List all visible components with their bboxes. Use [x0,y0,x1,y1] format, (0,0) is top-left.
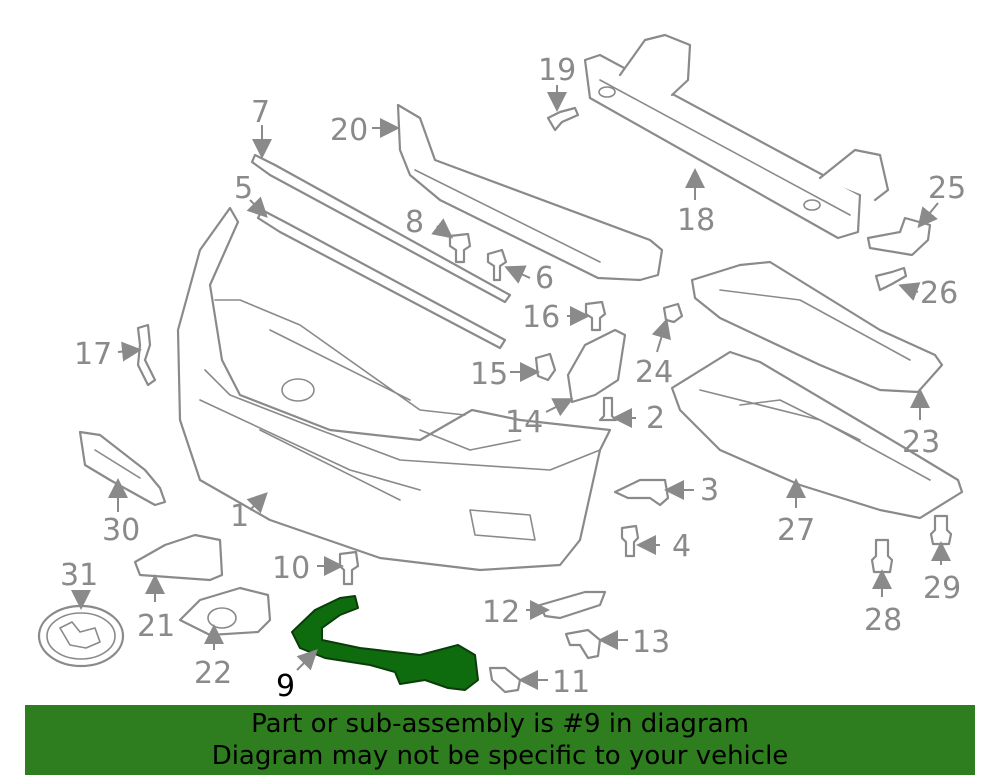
callout-22: 22 [194,656,232,691]
banner-line-2: Diagram may not be specific to your vehi… [211,741,789,771]
callout-28: 28 [864,603,902,638]
part-12-bracket[interactable] [538,590,607,620]
fastener-16[interactable] [584,300,607,332]
part-18-reinforcement[interactable] [583,33,890,240]
banner-line-1: Part or sub-assembly is #9 in diagram [251,709,749,739]
callout-11: 11 [552,665,590,700]
callout-18: 18 [677,203,715,238]
callout-labels: 7 5 20 19 18 8 6 25 26 16 15 24 17 23 14… [60,53,966,704]
part-1-bumper-cover[interactable] [176,206,612,572]
part-25-bracket[interactable] [866,216,932,257]
callout-24: 24 [635,355,673,390]
callout-21: 21 [137,609,175,644]
callout-1: 1 [230,499,249,534]
part-21-bracket[interactable] [133,533,224,582]
part-27-undercover[interactable] [670,350,964,520]
callout-12: 12 [482,595,520,630]
callout-19: 19 [538,53,576,88]
callout-26: 26 [920,276,958,311]
callout-9-highlighted: 9 [276,669,295,704]
fastener-29[interactable] [929,514,953,546]
fastener-26[interactable] [874,266,908,292]
fastener-8[interactable] [448,232,472,264]
leader-lines [71,85,951,690]
part-30-bracket[interactable] [78,430,167,507]
callout-3: 3 [700,473,719,508]
fastener-19[interactable] [546,106,580,132]
part-5-strip[interactable] [256,208,507,350]
callout-4: 4 [672,529,691,564]
fastener-2[interactable] [598,396,618,422]
callout-17: 17 [74,337,112,372]
callout-8: 8 [405,205,424,240]
callout-13: 13 [632,625,670,660]
callout-27: 27 [777,513,815,548]
part-9-highlighted-bracket[interactable] [291,595,479,691]
callout-16: 16 [522,300,560,335]
fastener-10[interactable] [338,550,360,586]
callout-2: 2 [646,401,665,436]
part-3-bracket[interactable] [613,478,670,507]
fastener-28[interactable] [870,538,894,574]
callout-6: 6 [535,261,554,296]
callout-31: 31 [60,558,98,593]
fastener-11[interactable] [488,666,522,694]
callout-10: 10 [272,551,310,586]
callout-14: 14 [505,405,543,440]
callout-25: 25 [928,171,966,206]
callout-29: 29 [923,571,961,606]
part-31-emblem[interactable] [37,604,125,668]
part-14-bracket[interactable] [566,328,627,404]
fastener-15[interactable] [534,352,557,382]
part-20-absorber[interactable] [396,103,664,282]
callout-20: 20 [330,113,368,148]
fastener-24[interactable] [662,302,684,324]
callout-15: 15 [470,357,508,392]
fastener-6[interactable] [486,248,508,282]
callout-5: 5 [234,171,253,206]
fastener-4[interactable] [620,524,640,558]
part-17-bracket[interactable] [136,323,157,387]
fastener-13[interactable] [564,628,602,660]
part-23-undercover[interactable] [690,260,944,394]
highlight-banner: Part or sub-assembly is #9 in diagram Di… [25,705,975,775]
part-22-fog-cover[interactable] [178,586,272,637]
callout-7: 7 [251,95,270,130]
callout-30: 30 [102,513,140,548]
callout-23: 23 [902,425,940,460]
part-7-strip[interactable] [250,153,512,304]
